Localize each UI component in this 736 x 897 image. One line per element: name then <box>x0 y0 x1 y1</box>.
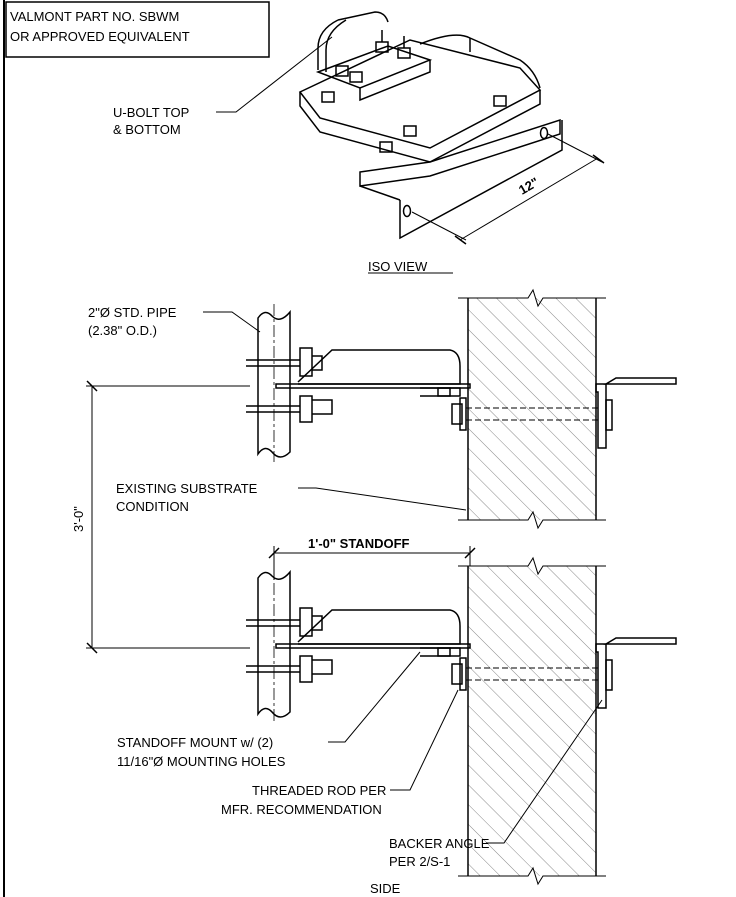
backer-callout: BACKER ANGLE PER 2/S-1 <box>389 699 603 869</box>
ubolt-label-line1: U-BOLT TOP <box>113 105 189 120</box>
rod-label-line1: THREADED ROD PER <box>252 783 386 798</box>
title-box-line2: OR APPROVED EQUIVALENT <box>10 29 190 44</box>
backer-label-line2: PER 2/S-1 <box>389 854 450 869</box>
title-box-line1: VALMONT PART NO. SBWM <box>10 9 179 24</box>
mount-label-line2: 11/16"Ø MOUNTING HOLES <box>117 754 286 769</box>
standoff-dimension: 1'-0" STANDOFF <box>268 536 476 580</box>
substrate-label-line2: CONDITION <box>116 499 189 514</box>
mount-callout: STANDOFF MOUNT w/ (2) 11/16"Ø MOUNTING H… <box>117 651 421 769</box>
iso-view: 12" U-BOLT TOP & BOTTOM ISO VIEW <box>113 11 605 274</box>
pipe-label-line2: (2.38" O.D.) <box>88 323 157 338</box>
substrate-callout: EXISTING SUBSTRATE CONDITION <box>116 481 467 514</box>
standoff-dimension-label: 1'-0" STANDOFF <box>308 536 410 551</box>
pipe-label-line1: 2"Ø STD. PIPE <box>88 305 177 320</box>
vertical-dimension-label: 3'-0" <box>71 506 86 532</box>
pipe-callout: 2"Ø STD. PIPE (2.38" O.D.) <box>88 305 261 338</box>
rod-callout: THREADED ROD PER MFR. RECOMMENDATION <box>221 689 459 817</box>
substrate-label-line1: EXISTING SUBSTRATE <box>116 481 258 496</box>
vertical-dimension: 3'-0" <box>71 380 250 654</box>
side-view-title: SIDE <box>370 881 401 896</box>
ubolt-label-line2: & BOTTOM <box>113 122 181 137</box>
rod-label-line2: MFR. RECOMMENDATION <box>221 802 382 817</box>
side-view: 3'-0" 1'-0" STANDOFF 2"Ø STD. PIPE (2.38… <box>71 288 677 896</box>
lower-mount <box>246 562 677 722</box>
iso-view-title: ISO VIEW <box>368 259 428 274</box>
existing-substrate-wall <box>458 288 606 886</box>
backer-label-line1: BACKER ANGLE <box>389 836 490 851</box>
mount-label-line1: STANDOFF MOUNT w/ (2) <box>117 735 273 750</box>
title-box: VALMONT PART NO. SBWM OR APPROVED EQUIVA… <box>5 1 270 58</box>
upper-mount <box>246 304 677 462</box>
